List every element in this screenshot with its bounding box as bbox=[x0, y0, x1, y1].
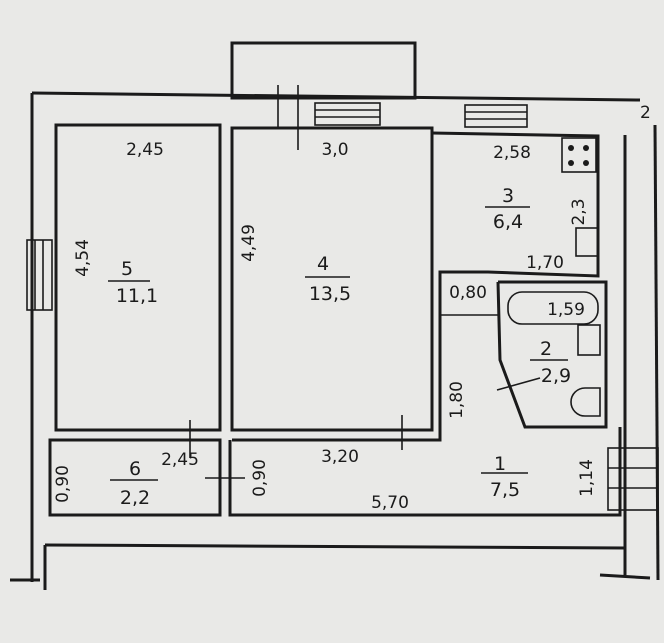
room-number: 2 bbox=[540, 338, 552, 360]
dimension: 2,58 bbox=[493, 143, 531, 163]
inner-walls bbox=[48, 123, 622, 517]
stove bbox=[561, 137, 597, 173]
dimension: 3,20 bbox=[321, 447, 359, 467]
dimension: 4,49 bbox=[239, 224, 259, 262]
room-area: 13,5 bbox=[309, 283, 351, 305]
dimension: 1,70 bbox=[526, 253, 564, 273]
kitchen-sink bbox=[575, 227, 599, 257]
axis-marker: 2 bbox=[640, 103, 651, 123]
dimension: 2,45 bbox=[161, 450, 199, 470]
balcony bbox=[230, 41, 417, 100]
room-number: 6 bbox=[129, 458, 141, 480]
dimension: 5,70 bbox=[371, 493, 409, 513]
room-area: 6,4 bbox=[493, 211, 523, 233]
dimension: 0,90 bbox=[250, 459, 270, 497]
dimension: 3,0 bbox=[321, 140, 348, 160]
room-area: 11,1 bbox=[116, 285, 158, 307]
room-4 bbox=[230, 126, 434, 432]
dimension: 4,54 bbox=[73, 239, 93, 277]
toilet bbox=[570, 387, 601, 417]
outer-walls bbox=[10, 41, 660, 590]
dimension: 1,59 bbox=[547, 300, 585, 320]
room-area: 2,2 bbox=[120, 487, 150, 509]
dimension: 1,80 bbox=[447, 381, 467, 419]
dimension-labels: 2,45 3,0 2,58 4,54 4,49 2,3 1,70 0,80 1,… bbox=[53, 103, 651, 513]
sink bbox=[577, 324, 601, 356]
bathtub bbox=[507, 291, 599, 325]
dimension: 2,45 bbox=[126, 140, 164, 160]
windows bbox=[26, 85, 659, 511]
room-labels: 5 11,1 4 13,5 3 6,4 2 2,9 1 7,5 6 2,2 bbox=[108, 185, 571, 509]
room-number: 1 bbox=[494, 453, 506, 475]
room-area: 7,5 bbox=[490, 479, 520, 501]
dimension: 2,3 bbox=[569, 198, 589, 225]
room-area: 2,9 bbox=[541, 365, 571, 387]
room-number: 5 bbox=[121, 258, 133, 280]
room-5 bbox=[54, 123, 222, 432]
dimension: 0,80 bbox=[449, 283, 487, 303]
bathroom bbox=[496, 280, 608, 429]
room-number: 4 bbox=[317, 253, 329, 275]
dimension: 0,90 bbox=[53, 465, 73, 503]
dimension: 1,14 bbox=[577, 459, 597, 497]
room-number: 3 bbox=[502, 185, 514, 207]
